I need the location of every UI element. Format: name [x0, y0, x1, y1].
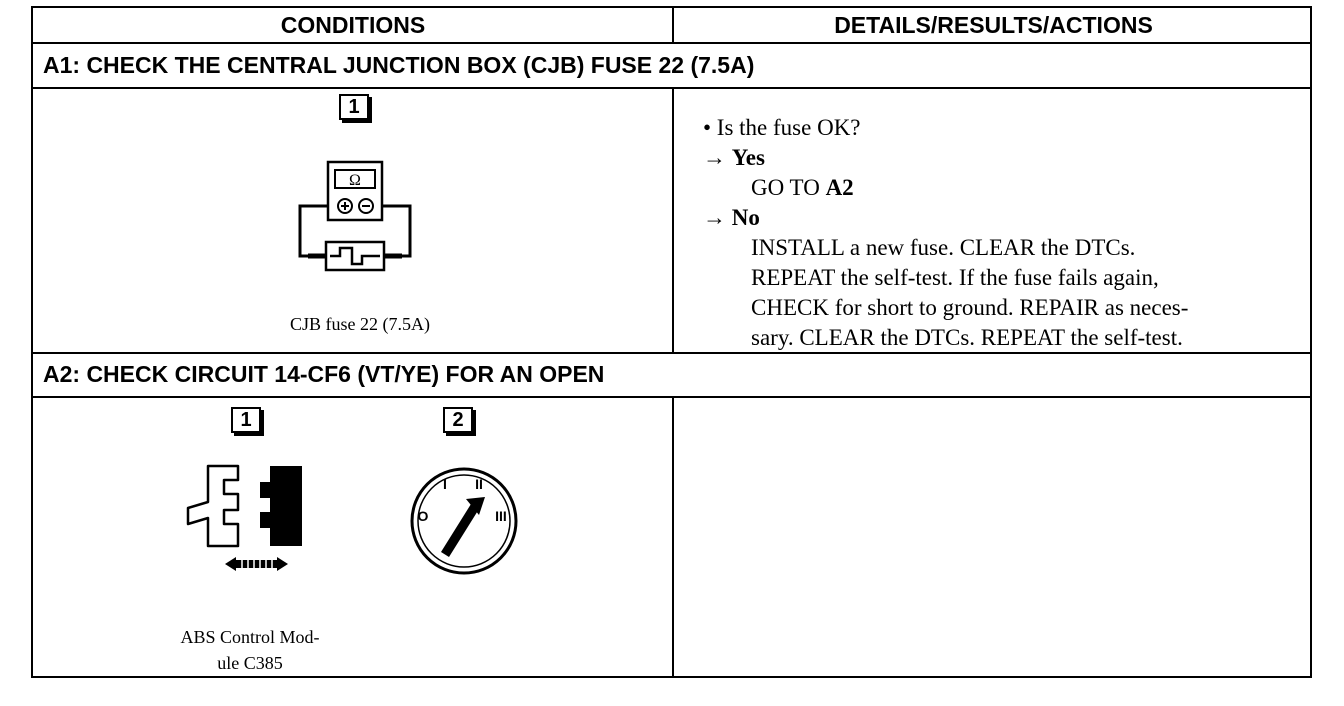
divider — [33, 396, 1310, 398]
yes-label: Yes — [731, 145, 765, 170]
question-text: • Is the fuse OK? — [703, 115, 861, 140]
no-action-line: CHECK for short to ground. REPAIR as nec… — [751, 295, 1189, 320]
fuse-icon — [324, 240, 386, 272]
ignition-switch-icon: O I II III — [410, 467, 518, 575]
divider — [33, 352, 1310, 354]
details-header: DETAILS/RESULTS/ACTIONS — [834, 12, 1153, 38]
procedure-table: CONDITIONS DETAILS/RESULTS/ACTIONS A1: C… — [31, 6, 1312, 678]
connector-icon — [186, 464, 302, 571]
multimeter-icon: Ω — [298, 160, 412, 272]
a1-details: • Is the fuse OK? → Yes GO TO A2 → No IN… — [703, 113, 1188, 353]
caption-line: ule C385 — [217, 653, 283, 673]
double-arrow-icon — [225, 557, 288, 571]
a1-caption: CJB fuse 22 (7.5A) — [290, 314, 430, 334]
a2-title: A2: CHECK CIRCUIT 14-CF6 (VT/YE) FOR AN … — [43, 361, 605, 387]
step-number-box: 1 — [339, 94, 372, 123]
arrow: → — [703, 145, 732, 170]
ignition-label: O — [418, 508, 429, 524]
yes-branch: → Yes — [703, 143, 1188, 173]
ohm-symbol: Ω — [349, 172, 361, 189]
step-number-box: 2 — [443, 407, 476, 436]
no-branch: → No — [703, 203, 1188, 233]
no-action-line: sary. CLEAR the DTCs. REPEAT the self-te… — [751, 325, 1183, 350]
no-action-line: INSTALL a new fuse. CLEAR the DTCs. — [751, 235, 1136, 260]
yes-action: GO TO A2 — [703, 173, 1188, 203]
column-divider — [672, 397, 674, 677]
yes-action-prefix: GO TO — [751, 175, 826, 200]
conditions-header: CONDITIONS — [280, 12, 426, 38]
a1-title: A1: CHECK THE CENTRAL JUNCTION BOX (CJB)… — [43, 52, 755, 78]
ignition-label: III — [495, 508, 507, 524]
step-number-box: 1 — [231, 407, 264, 436]
no-action-line: REPEAT the self-test. If the fuse fails … — [751, 265, 1159, 290]
a2-caption: ABS Control Mod- ule C385 — [150, 624, 350, 676]
yes-action-target: A2 — [825, 175, 854, 200]
caption-line: ABS Control Mod- — [180, 627, 320, 647]
divider — [33, 87, 1310, 89]
no-label: No — [731, 205, 760, 230]
column-divider — [672, 8, 674, 44]
ignition-label: I — [443, 476, 447, 492]
ignition-label: II — [475, 476, 483, 492]
arrow: → — [703, 205, 732, 230]
divider — [33, 42, 1310, 44]
column-divider — [672, 88, 674, 353]
